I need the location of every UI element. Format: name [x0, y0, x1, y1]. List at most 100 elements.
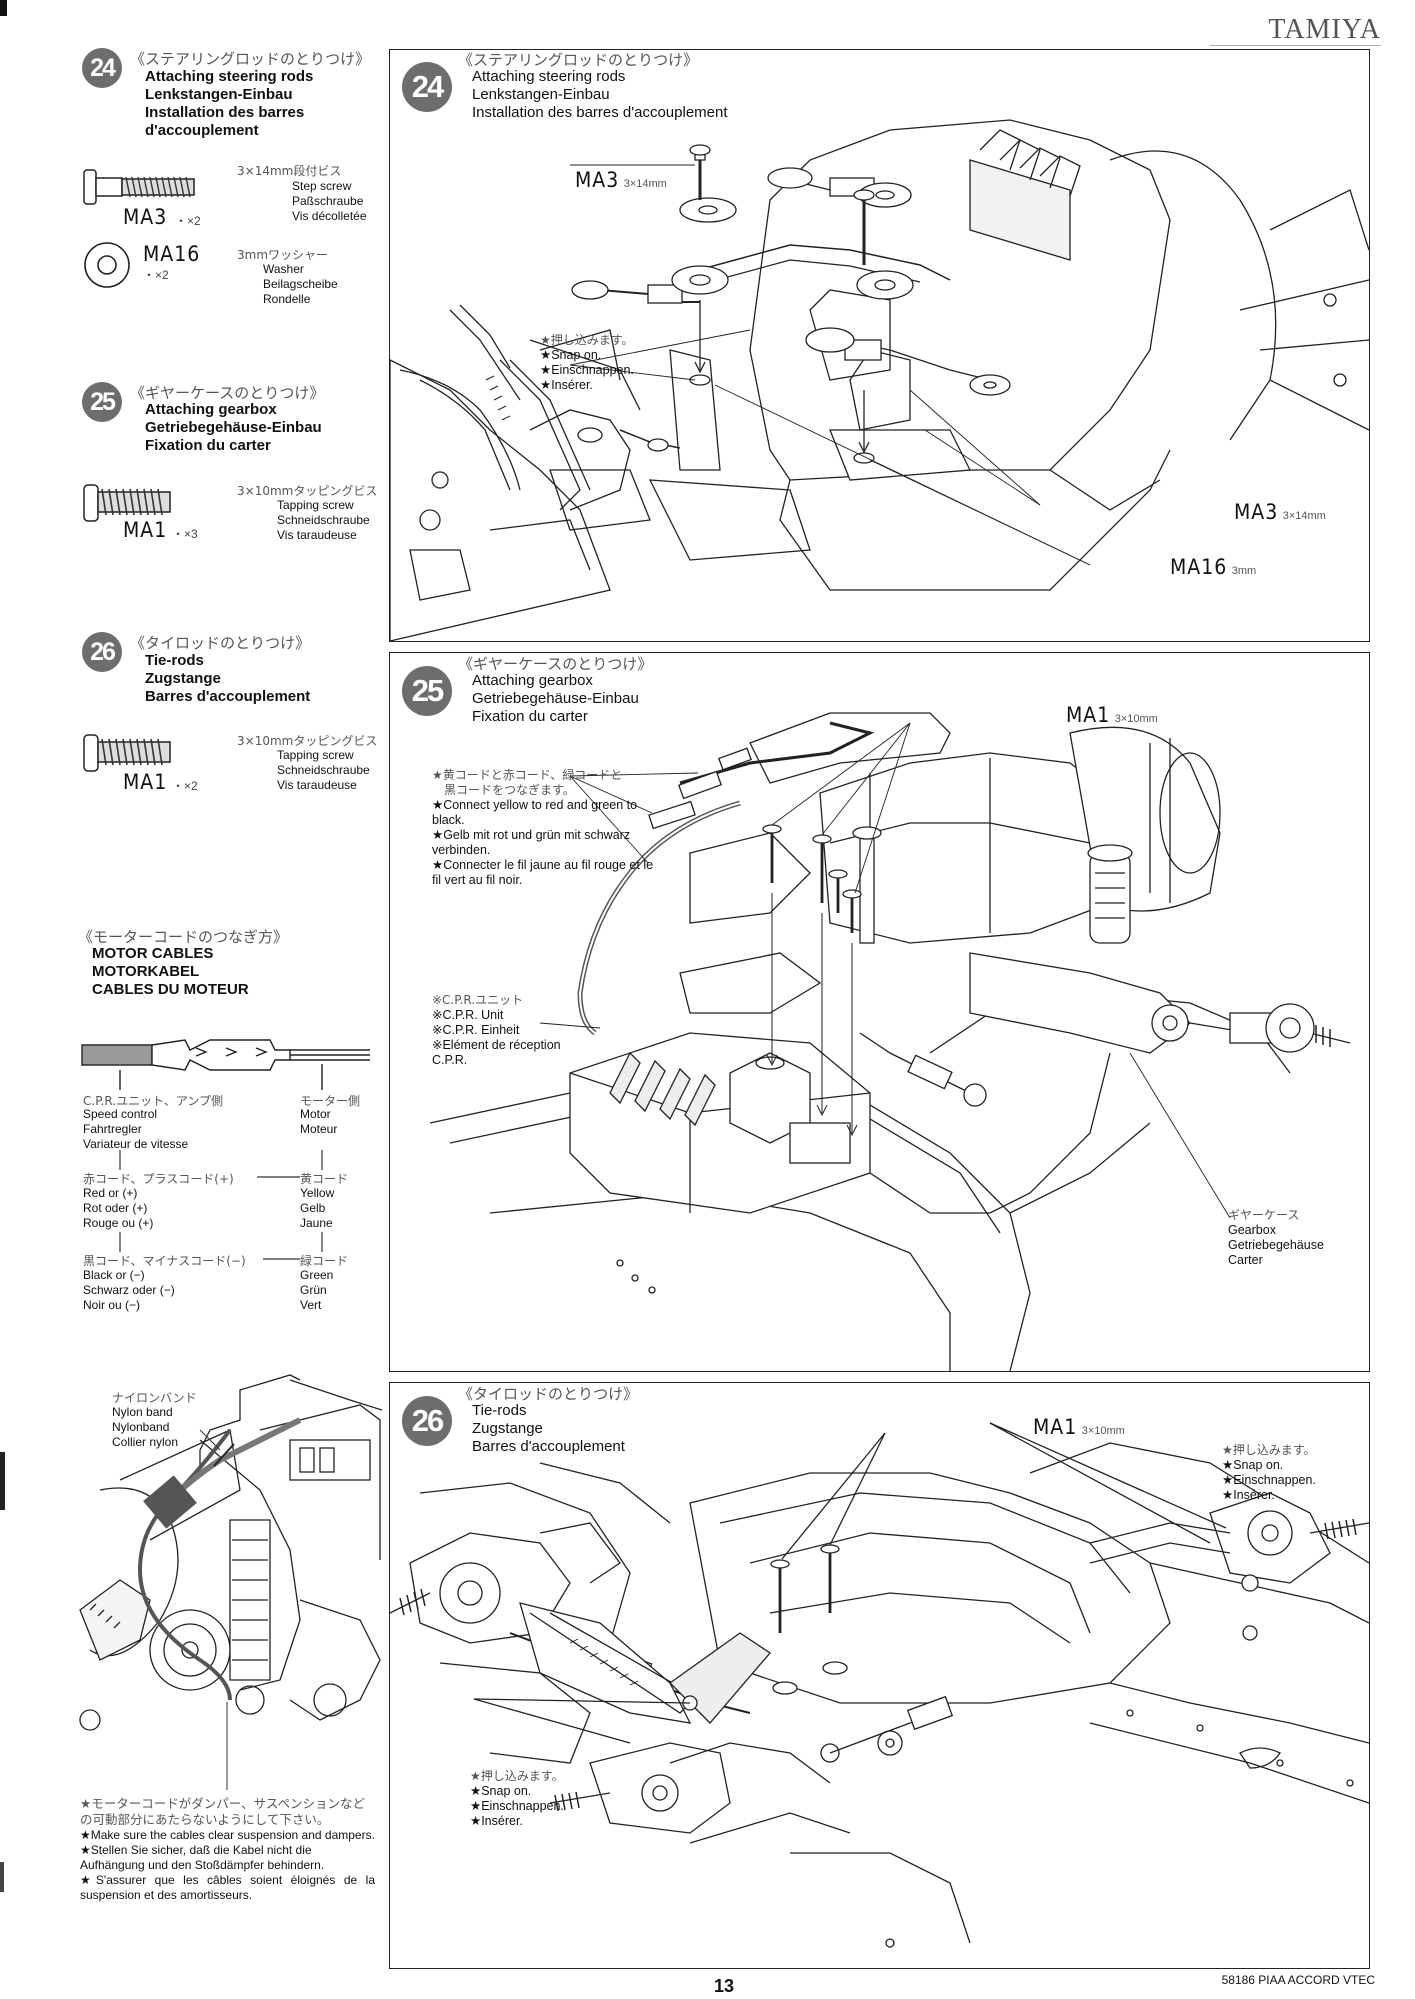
caution-jp: ★モーターコードがダンパー、サスペンションなどの可動部分にあたらないようにして下… — [80, 1796, 365, 1827]
note-jp: ギヤーケース — [1228, 1208, 1300, 1222]
part-name: Rondelle — [263, 292, 311, 306]
note-line: ★Insérer. — [540, 378, 593, 392]
note-line: Gearbox — [1228, 1223, 1276, 1237]
washer-icon — [84, 242, 130, 288]
part-code: MA1 — [1033, 1415, 1078, 1439]
title-de: Getriebegehäuse-Einbau — [145, 419, 322, 436]
title-fr: Installation des barres — [145, 104, 305, 121]
label: Black or (−) — [83, 1268, 145, 1282]
note-line: Getriebegehäuse — [1228, 1238, 1324, 1252]
connect-note: ★黄コードと赤コード、緑コードと 黒コードをつなぎます。 ★Connect ye… — [432, 768, 662, 888]
note-line: ★Einschnappen. — [540, 363, 634, 377]
label: Rouge ou (+) — [83, 1216, 154, 1230]
part-name: Vis taraudeuse — [277, 528, 357, 542]
nylon-band-jp: ナイロンバンド — [112, 1391, 197, 1405]
part-qty: ・×3 — [172, 527, 198, 541]
part-spec-jp: 3×10mmタッピングビス — [237, 484, 378, 498]
part-spec: 3×14mm — [623, 178, 667, 190]
step-number-badge: 26 — [82, 632, 122, 672]
part-name: Tapping screw — [277, 748, 354, 762]
yellow-cable-jp: 黄コード — [300, 1172, 349, 1186]
part-qty: ・×2 — [175, 214, 201, 228]
part-spec: 3×14mm — [1282, 510, 1326, 522]
title-fr-2: d'accouplement — [145, 122, 259, 139]
steering-rod-illustration — [390, 119, 1369, 641]
step-titles: Attaching steering rods Lenkstangen-Einb… — [145, 68, 313, 140]
motor-side-jp: モーター側 — [300, 1094, 361, 1108]
label: Grün — [300, 1283, 327, 1297]
part-name: Schneidschraube — [277, 513, 370, 527]
ma3-callout-top: MA3 3×14mm — [575, 168, 667, 192]
caution-fr: ★S'assurer que les câbles soient éloigné… — [80, 1873, 375, 1902]
note-fr: ★Connecter le fil jaune au fil rouge et … — [432, 858, 654, 887]
step-title-jp: 《タイロッドのとりつけ》 — [458, 1385, 639, 1403]
note-line: ★Insérer. — [1222, 1488, 1275, 1502]
snap-on-note-right: ★押し込みます。 ★Snap on. ★Einschnappen. ★Insér… — [1222, 1443, 1316, 1503]
binding-mark — [0, 1452, 5, 1510]
part-name: Tapping screw — [277, 498, 354, 512]
note-line: C.P.R. — [432, 1053, 468, 1067]
step-title-jp: 《ステアリングロッドのとりつけ》 — [130, 50, 371, 68]
snap-on-note-left: ★押し込みます。 ★Snap on. ★Einschnappen. ★Insér… — [470, 1769, 564, 1829]
motor-title-jp: 《モーターコードのつなぎ方》 — [78, 928, 289, 946]
part-spec-jp: 3×14mm段付ビス — [237, 164, 342, 178]
label: Moteur — [300, 1122, 338, 1136]
part-spec: 3×10mm — [1114, 713, 1158, 725]
title-fr: Fixation du carter — [472, 708, 588, 725]
step-title-jp: 《タイロッドのとりつけ》 — [130, 634, 311, 652]
step24-panel: 24 《ステアリングロッドのとりつけ》 Attaching steering r… — [389, 49, 1370, 642]
title-fr: Barres d'accouplement — [472, 1438, 625, 1455]
step-title-jp: 《ステアリングロッドのとりつけ》 — [458, 51, 699, 69]
label: Gelb — [300, 1201, 326, 1215]
title-en: Tie-rods — [145, 652, 204, 669]
brand-logo: TAMIYA — [1268, 14, 1381, 45]
cpr-unit-note: ※C.P.R.ユニット ※C.P.R. Unit ※C.P.R. Einheit… — [432, 993, 561, 1068]
nylon-band-labels: Nylon band Nylonband Collier nylon — [112, 1405, 178, 1450]
motor-cable — [137, 1428, 232, 1701]
motor-cable — [167, 1417, 302, 1503]
part-name: Vis décolletée — [292, 209, 367, 223]
part-code: MA1 — [1066, 703, 1111, 727]
title-en: Attaching gearbox — [472, 672, 593, 689]
cable-caution: ★モーターコードがダンパー、サスペンションなどの可動部分にあたらないようにして下… — [80, 1796, 375, 1903]
cable-connector — [143, 1475, 197, 1529]
part-name: Step screw — [292, 179, 352, 193]
label: Vert — [300, 1298, 322, 1312]
ma1-callout: MA1 3×10mm — [1033, 1415, 1125, 1439]
label: Nylon band — [112, 1405, 173, 1419]
black-cable-labels: Black or (−) Schwarz oder (−) Noir ou (−… — [83, 1268, 175, 1313]
yellow-cable-labels: Yellow Gelb Jaune — [300, 1186, 334, 1231]
step-title-jp: 《ギヤーケースのとりつけ》 — [458, 655, 653, 673]
part-name: Vis taraudeuse — [277, 778, 357, 792]
step-number-badge: 25 — [82, 382, 122, 422]
note-line: ★Snap on. — [540, 348, 602, 362]
header-rule — [1210, 45, 1381, 46]
part-name: Paßschraube — [292, 194, 364, 208]
note-jp: ★押し込みます。 — [540, 333, 634, 347]
ma16-callout: MA16 3mm — [1170, 555, 1256, 579]
title-en: Attaching steering rods — [145, 68, 314, 85]
note-line: ★Snap on. — [470, 1784, 532, 1798]
black-cable-jp: 黒コード、マイナスコード(−) — [83, 1254, 246, 1268]
tapping-screw-icon — [83, 734, 171, 772]
red-cable-jp: 赤コード、プラスコード(+) — [83, 1172, 234, 1186]
step-screw-icon — [83, 169, 195, 205]
part-code: MA16 — [1170, 555, 1228, 579]
title-de: Lenkstangen-Einbau — [145, 86, 293, 103]
title-en: Tie-rods — [472, 1402, 527, 1419]
part-spec-jp: 3×10mmタッピングビス — [237, 734, 378, 748]
step-number-badge: 26 — [402, 1396, 452, 1446]
title-de: Zugstange — [145, 670, 221, 687]
part-spec: 3mm — [1231, 565, 1257, 577]
green-cable-jp: 緑コード — [300, 1254, 349, 1268]
product-code: 58186 PIAA ACCORD VTEC — [1221, 1973, 1375, 1987]
motor-titles: MOTOR CABLES MOTORKABEL CABLES DU MOTEUR — [92, 945, 249, 999]
note-jp: ★押し込みます。 — [1222, 1443, 1316, 1457]
page-number: 13 — [714, 1976, 735, 1996]
caution-en: ★Make sure the cables clear suspension a… — [80, 1828, 375, 1842]
label: Rot oder (+) — [83, 1201, 148, 1215]
title-en: Attaching steering rods — [472, 68, 626, 85]
note-jp: ※C.P.R.ユニット — [432, 993, 524, 1007]
note-line: ★Snap on. — [1222, 1458, 1284, 1472]
part-code: MA3 — [123, 205, 168, 229]
